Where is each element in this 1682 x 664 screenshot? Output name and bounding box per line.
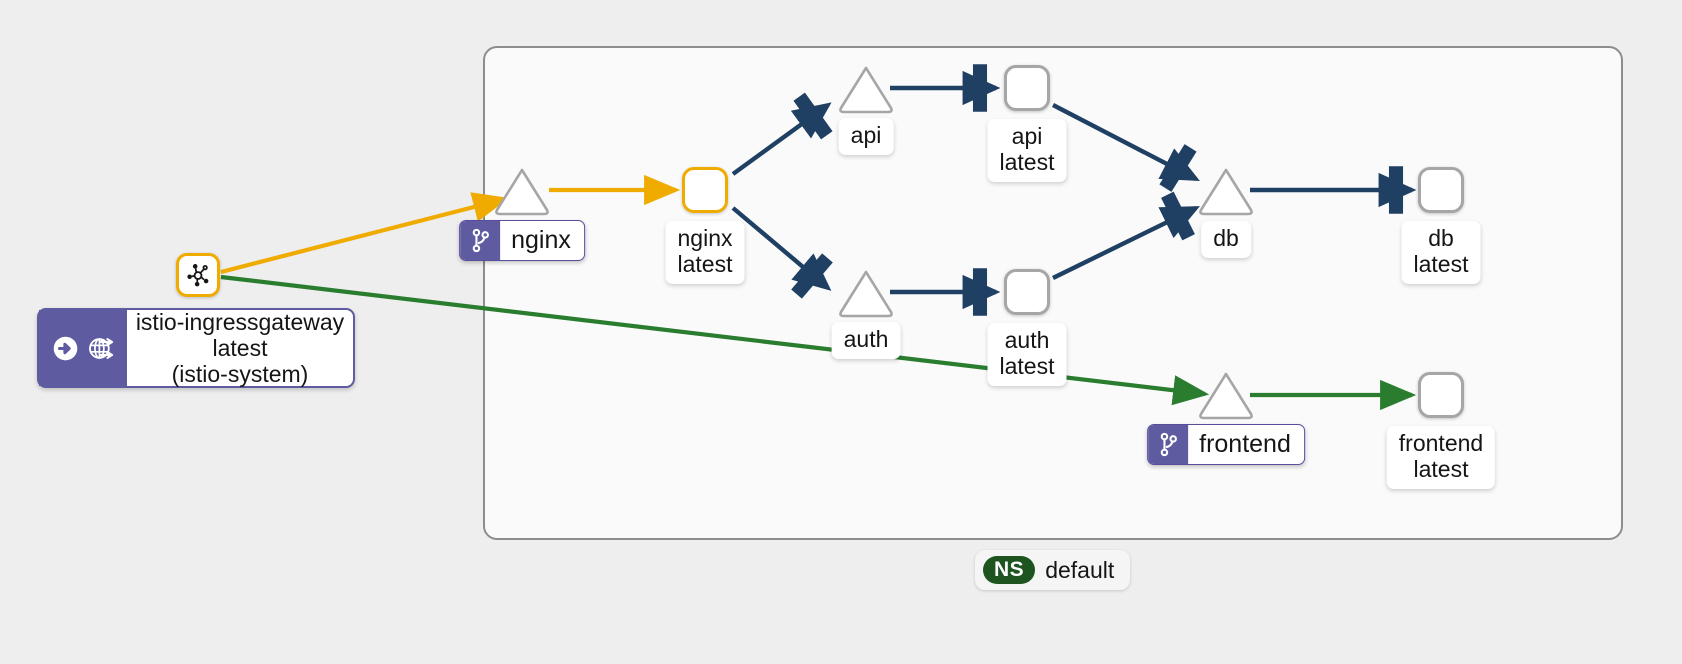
namespace-abbrev-pill: NS: [983, 556, 1036, 584]
igw-label: istio-ingressgateway latest (istio-syste…: [135, 308, 345, 388]
git-branch-icon: [1148, 425, 1189, 464]
mesh-node-icon-box[interactable]: [176, 253, 220, 297]
node-db-service[interactable]: [1195, 164, 1257, 220]
label-nginx-workload[interactable]: nginx latest: [665, 221, 745, 284]
git-branch-icon: [460, 221, 501, 260]
label-frontend-workload[interactable]: frontend latest: [1386, 426, 1496, 489]
label-nginx-service-text: nginx: [511, 226, 571, 254]
node-nginx-workload[interactable]: [682, 167, 728, 213]
node-auth-workload[interactable]: [1004, 269, 1050, 315]
namespace-badge[interactable]: NS default: [975, 550, 1131, 590]
label-db-workload[interactable]: db latest: [1401, 221, 1481, 284]
label-auth-service[interactable]: auth: [831, 322, 901, 359]
ingress-arrow-icon: [53, 336, 77, 360]
node-istio-ingressgateway[interactable]: istio-ingressgateway latest (istio-syste…: [37, 308, 355, 388]
namespace-name: default: [1045, 556, 1115, 583]
node-frontend-service[interactable]: [1195, 368, 1257, 424]
node-db-workload[interactable]: [1418, 167, 1464, 213]
label-frontend-service[interactable]: frontend: [1147, 424, 1305, 465]
service-mesh-icon: [187, 264, 209, 287]
node-api-workload[interactable]: [1004, 65, 1050, 111]
label-frontend-service-text: frontend: [1199, 430, 1291, 458]
gateway-globe-icon: [88, 337, 113, 359]
label-db-service[interactable]: db: [1201, 221, 1251, 258]
igw-icon-group: [39, 310, 127, 386]
node-nginx-service[interactable]: [491, 164, 553, 220]
label-nginx-service[interactable]: nginx: [459, 220, 585, 261]
label-auth-workload[interactable]: auth latest: [987, 323, 1067, 386]
label-api-workload[interactable]: api latest: [987, 119, 1067, 182]
node-auth-service[interactable]: [835, 266, 897, 322]
node-frontend-workload[interactable]: [1418, 372, 1464, 418]
node-api-service[interactable]: [835, 62, 897, 118]
label-api-service[interactable]: api: [838, 118, 894, 155]
